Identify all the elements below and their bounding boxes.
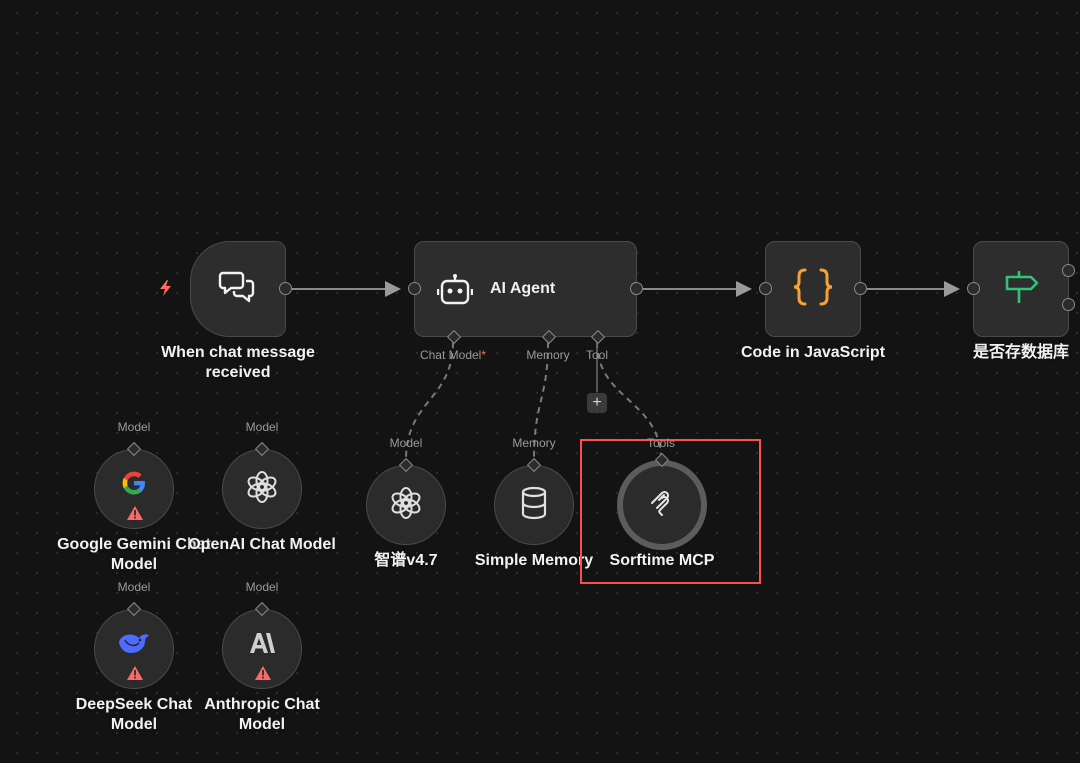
node-openai-chat-model[interactable]	[222, 441, 302, 529]
tool-port[interactable]	[590, 329, 606, 345]
node-if-save-database[interactable]	[967, 241, 1075, 337]
deepseek-icon	[117, 630, 151, 661]
node-if-save-database-label: 是否存数据库	[972, 344, 1069, 361]
node-code-javascript-label: Code in JavaScript	[740, 344, 886, 361]
node-chat-trigger-label: When chat message received	[161, 344, 315, 381]
node-google-gemini[interactable]	[94, 441, 174, 529]
google-icon	[119, 468, 149, 503]
openai-icon	[245, 470, 279, 509]
deepseek-model-port-label: Model	[117, 580, 151, 594]
node-sorftime-mcp[interactable]	[617, 452, 707, 550]
node-openai-chat-model-label: OpenAI Chat Model	[188, 536, 336, 553]
node-deepseek-chat-label: DeepSeek Chat Model	[75, 696, 193, 733]
database-icon	[519, 486, 549, 525]
chat-model-port[interactable]	[446, 329, 462, 345]
node-deepseek-chat[interactable]	[94, 601, 174, 689]
node-zhipu-model-label: 智谱v4.7	[374, 552, 438, 569]
tools-port-label: Tools	[646, 436, 675, 450]
signpost-icon	[1001, 267, 1041, 312]
robot-icon	[436, 273, 474, 312]
node-chat-trigger[interactable]	[190, 241, 292, 337]
warning-icon	[127, 666, 143, 680]
add-tool-button[interactable]: +	[587, 393, 607, 413]
memory-port-label: Memory	[526, 348, 570, 362]
selection-highlight-box	[580, 439, 761, 584]
node-ai-agent-title: AI Agent	[490, 280, 556, 297]
trigger-bolt-icon	[160, 280, 171, 296]
model-output-port[interactable]	[254, 441, 270, 457]
tool-port-label: Tool	[585, 348, 608, 362]
output-false-handle[interactable]	[1062, 298, 1075, 311]
node-google-gemini-label: Google Gemini Chat Model	[57, 536, 211, 573]
openai-model-port-label: Model	[245, 420, 279, 434]
model-output-port[interactable]	[126, 601, 142, 617]
node-simple-memory[interactable]	[494, 457, 574, 545]
anthropic-model-port-label: Model	[245, 580, 279, 594]
node-ai-agent[interactable]: AI Agent	[408, 241, 643, 345]
warning-icon	[127, 506, 143, 520]
input-handle[interactable]	[408, 282, 421, 295]
output-handle[interactable]	[279, 282, 292, 295]
anthropic-icon	[247, 631, 277, 660]
model-output-port[interactable]	[398, 457, 414, 473]
node-simple-memory-label: Simple Memory	[474, 552, 594, 569]
warning-icon	[255, 666, 271, 680]
model-output-port[interactable]	[126, 441, 142, 457]
zhipu-model-port-label: Model	[389, 436, 423, 450]
model-output-port[interactable]	[254, 601, 270, 617]
memory-output-port[interactable]	[526, 457, 542, 473]
node-zhipu-model[interactable]	[366, 457, 446, 545]
memory-port-label-target: Memory	[512, 436, 556, 450]
node-sorftime-mcp-label: Sorftime MCP	[609, 552, 715, 569]
openai-icon	[389, 486, 423, 525]
output-handle[interactable]	[854, 282, 867, 295]
gemini-model-port-label: Model	[117, 420, 151, 434]
mcp-icon	[648, 489, 676, 522]
chat-bubbles-icon	[218, 267, 258, 312]
output-true-handle[interactable]	[1062, 264, 1075, 277]
node-anthropic-chat[interactable]	[222, 601, 302, 689]
node-code-javascript[interactable]	[759, 241, 867, 337]
chat-model-port-label: Chat Model*	[419, 348, 487, 362]
input-handle[interactable]	[967, 282, 980, 295]
node-anthropic-chat-label: Anthropic Chat Model	[204, 696, 320, 733]
input-handle[interactable]	[759, 282, 772, 295]
curly-braces-icon	[791, 267, 835, 312]
output-handle[interactable]	[630, 282, 643, 295]
memory-port[interactable]	[541, 329, 557, 345]
